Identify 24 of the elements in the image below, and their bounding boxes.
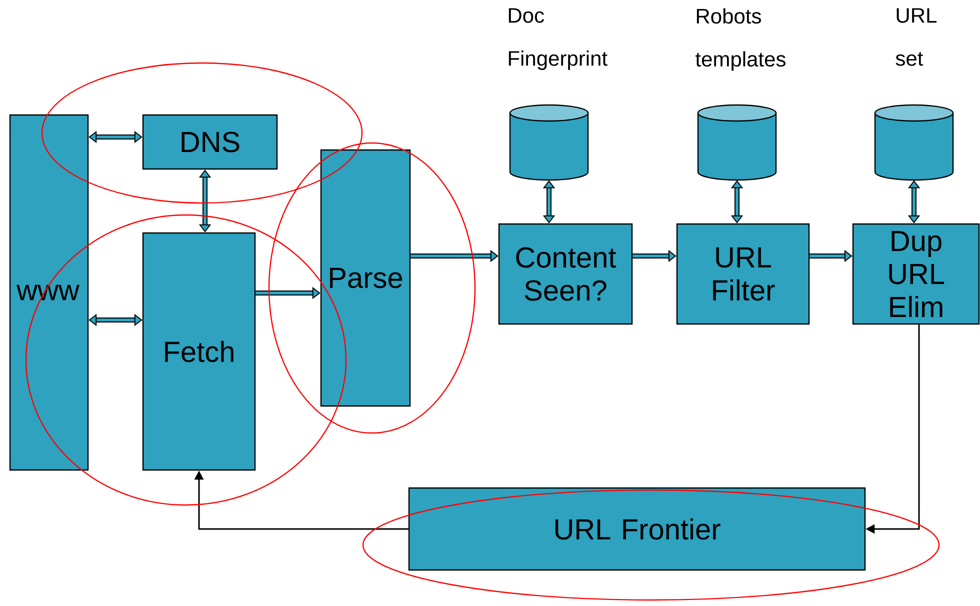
arrow <box>88 130 142 144</box>
store-label: URL set <box>896 8 936 66</box>
database-cylinder <box>874 104 954 181</box>
box-label: Content Seen? <box>516 247 616 301</box>
process-box <box>142 114 278 170</box>
arrow <box>198 170 212 232</box>
process-box <box>498 223 633 325</box>
process-box <box>142 232 256 471</box>
box-label: Parse <box>330 268 402 288</box>
arrow <box>88 314 142 326</box>
process-box <box>320 149 411 407</box>
box-label: DNS <box>182 132 240 152</box>
box-label: Fetch <box>165 340 234 362</box>
store-label: Robots templates <box>696 8 786 71</box>
box-label: URL Filter <box>713 247 775 301</box>
process-box <box>852 223 980 325</box>
process-box <box>9 114 89 471</box>
box-label: URL Frontier <box>555 518 720 540</box>
process-box <box>676 223 810 325</box>
database-cylinder <box>509 104 589 181</box>
store-label: Doc Fingerprint <box>508 8 608 70</box>
process-box <box>408 487 866 571</box>
database-cylinder <box>697 104 777 181</box>
box-label: Dup URL Elim <box>889 231 944 317</box>
